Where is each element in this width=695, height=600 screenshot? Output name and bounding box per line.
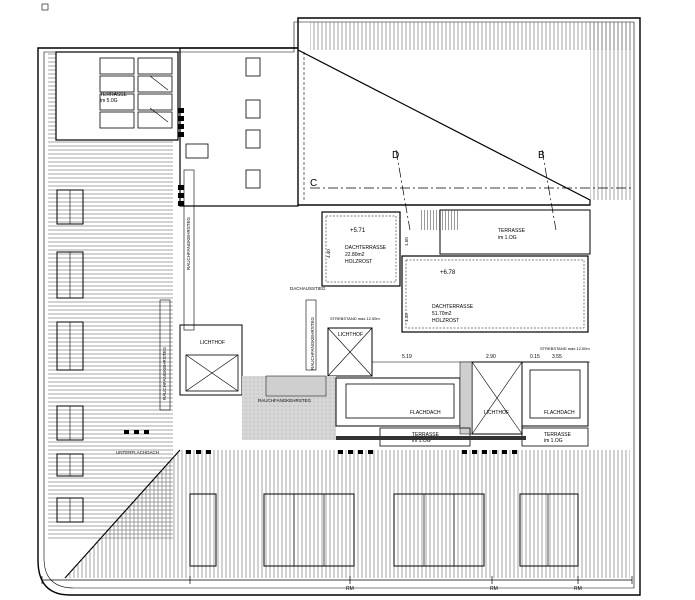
- court-window-1: [245, 57, 261, 77]
- parapet-strip: [336, 436, 526, 440]
- lichthof-left-label: LICHTHOF: [200, 340, 225, 346]
- dachterrasse-2-surface: HOLZROST: [432, 318, 459, 324]
- court-window-4: [245, 169, 261, 189]
- strebstand-1: STREBSTAND max.12.00m: [330, 316, 380, 321]
- rauchfang-strip-2: [159, 299, 171, 411]
- dimension-ticks: [41, 576, 633, 584]
- central-void: [297, 49, 591, 206]
- terrasse-1og-a-label: TERRASSE: [412, 432, 440, 438]
- rauchfang-label-4: RAUCHFANGKEHRSTEG: [258, 398, 312, 403]
- flachdach-1-outer: [335, 377, 461, 427]
- section-d: D: [392, 150, 399, 161]
- corner-marker: [41, 3, 49, 11]
- chimney-markers-top: [178, 108, 184, 206]
- level-2: +6.78: [440, 270, 456, 276]
- flachdach-2-inner: [529, 369, 581, 419]
- terrasse-5og-area: [55, 51, 179, 141]
- rauchfang-strip-1: [183, 169, 195, 331]
- walkway-upper: [265, 375, 327, 397]
- dim-355: 3.55: [552, 354, 562, 360]
- court-window-3: [245, 129, 261, 149]
- flachdach-2-outer: [521, 361, 589, 427]
- terrasse-1og-b-sublabel: im 1.OG: [544, 438, 563, 444]
- dachterrasse-2-label: DACHTERRASSE: [432, 304, 474, 310]
- rauchfang-label-1: RAUCHFANGKEHRSTEG: [186, 216, 191, 270]
- left-roof-upper: [48, 52, 56, 140]
- right-edge-hatch: [590, 22, 632, 200]
- stair-box: [185, 354, 239, 392]
- flachdach-1-label: FLACHDACH: [410, 410, 441, 416]
- small-box: [185, 143, 209, 159]
- chimney-markers-bottom: [124, 430, 517, 454]
- terrasse-1og-right: [439, 209, 591, 255]
- section-line-b: [541, 149, 557, 231]
- court-window-2: [245, 99, 261, 119]
- outer-wall: [37, 17, 641, 596]
- flachdach-bottom-label: UNTERFLACHDACH: [116, 450, 159, 455]
- strebstand-2: STREBSTAND max.12.00m: [540, 346, 590, 351]
- dachausstieg-strip: [305, 299, 317, 371]
- dachterrasse-1: [321, 211, 401, 287]
- dim-rm-2: RM: [490, 586, 498, 592]
- section-c-left: C: [310, 178, 317, 189]
- terrasse-5og-label: TERRASSE: [100, 92, 128, 98]
- lichthof-center-label: LICHTHOF: [338, 332, 363, 338]
- terrasse-5og-windows: [99, 57, 173, 129]
- dim-118: 1.18: [404, 313, 409, 322]
- section-line-d: [395, 149, 411, 231]
- lichthof-left: [179, 324, 243, 396]
- flachdach-2-label: FLACHDACH: [544, 410, 575, 416]
- dachterrasse-1-surface: HOLZROST: [345, 259, 372, 265]
- stair-steps: [420, 210, 458, 230]
- bottom-roof-hatch: [65, 450, 630, 578]
- dim-150: 1.50: [404, 237, 409, 246]
- dachterrasse-2: [401, 255, 589, 333]
- lichthof-center-box: [327, 327, 373, 377]
- rauchfang-label-3: RAUCHFANGKEHRSTEG: [310, 316, 315, 370]
- section-b: B: [538, 150, 545, 161]
- upper-court: [179, 47, 299, 207]
- terrasse-1og-a-sublabel: im 1.OG: [412, 438, 431, 444]
- flachdach-1-inner: [345, 383, 455, 419]
- terrasse-1og-right-label: TERRASSE: [498, 228, 526, 234]
- dachterrasse-1-label: DACHTERRASSE: [345, 245, 387, 251]
- dim-rm-1: RM: [346, 586, 354, 592]
- dim-440: 4.40: [326, 249, 331, 258]
- lichthof-right-label: LICHTHOF: [484, 410, 509, 416]
- level-1: +5.71: [350, 228, 366, 234]
- left-roof-hatch: [48, 140, 173, 540]
- dachausstieg-label: DACHAUSSTIEG: [290, 286, 326, 291]
- terrasse-1og-right-sublabel: im 1.OG: [498, 235, 517, 241]
- rauchfang-label-2: RAUCHFANGKEHRSTEG: [162, 346, 167, 400]
- dachterrasse-1-area: 22.80m2: [345, 252, 365, 258]
- dim-519: 5.19: [402, 354, 412, 360]
- top-right-hatch: [310, 22, 632, 50]
- terrasse-5og-sublabel: im 5.0G: [100, 98, 118, 104]
- dim-015: 0.15: [530, 354, 540, 360]
- dachterrasse-2-area: 51.70m2: [432, 311, 452, 317]
- left-windows: [56, 189, 84, 523]
- terrasse-1og-b-label: TERRASSE: [544, 432, 572, 438]
- bottom-windows: [189, 493, 579, 567]
- dim-rm-3: RM: [574, 586, 582, 592]
- dim-290: 2.90: [486, 354, 496, 360]
